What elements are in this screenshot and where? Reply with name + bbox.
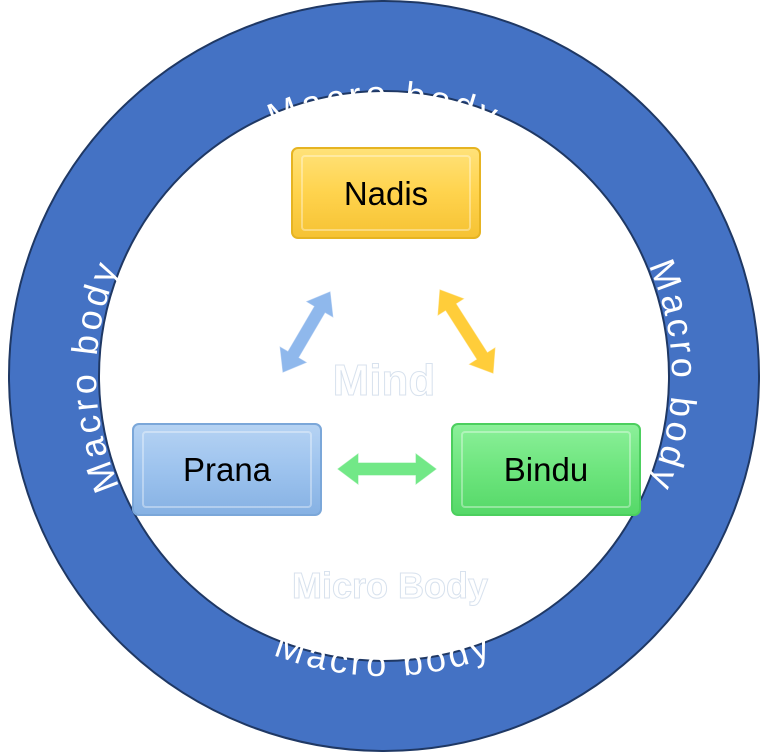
ring-inner-edge bbox=[98, 90, 670, 662]
bindu-box bbox=[451, 423, 641, 516]
ring-band bbox=[9, 1, 759, 751]
mind-label: Mind bbox=[333, 356, 436, 405]
nadis-label: Nadis bbox=[344, 175, 428, 212]
nadis-box-bevel bbox=[301, 155, 471, 231]
prana-label: Prana bbox=[183, 451, 272, 488]
prana-box bbox=[132, 423, 322, 516]
node-bindu: Bindu bbox=[451, 423, 641, 516]
connection-arrows bbox=[279, 289, 496, 485]
bindu-label: Bindu bbox=[504, 451, 588, 488]
bindu-box-bevel bbox=[461, 431, 631, 508]
node-nadis: Nadis bbox=[291, 147, 481, 239]
nadis-box bbox=[291, 147, 481, 239]
ring-outer-edge bbox=[8, 0, 760, 752]
prana-box-bevel bbox=[142, 431, 312, 508]
node-prana: Prana bbox=[132, 423, 322, 516]
micro-body-label: Micro Body bbox=[292, 565, 488, 606]
arrow-nadis-bindu bbox=[437, 289, 496, 374]
arrow-prana-bindu bbox=[337, 453, 437, 485]
macro-body-ring bbox=[8, 0, 760, 752]
arrow-prana-nadis bbox=[279, 291, 334, 373]
